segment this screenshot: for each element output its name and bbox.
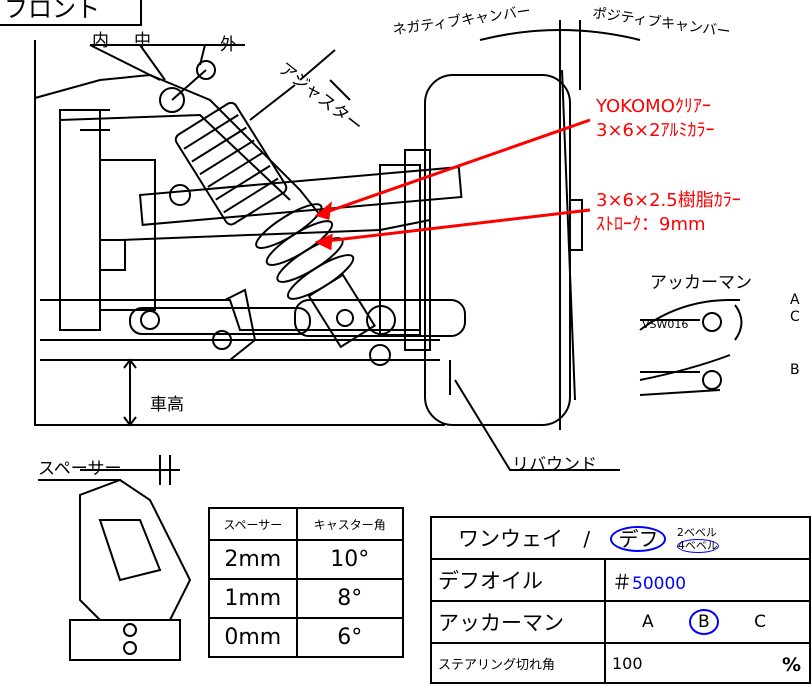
diff-option: デフ [610, 525, 667, 552]
front-title: フロント [0, 0, 142, 26]
ack-option-b: B [689, 609, 719, 635]
collar-note-line1: 3×6×2.5樹脂ｶﾗｰ [596, 190, 741, 211]
ack-option-c: C [754, 612, 766, 632]
table-row: デフオイル ＃50000 [430, 558, 811, 602]
bevel2-option: 2ベベル [676, 526, 717, 540]
ack-a-label: A [790, 292, 800, 308]
yokomo-note-line2: 3×6×2ｱﾙﾐｶﾗｰ [596, 120, 715, 141]
setup-table: ワンウェイ / デフ 2ベベル 4ベベル デフオイル ＃50000 アッカーマン… [430, 516, 811, 684]
caster-table: スペーサー キャスター角 2mm 10° 1mm 8° 0mm 6° [208, 507, 405, 658]
diff-oil-cell: ＃50000 [604, 558, 811, 602]
caster-cell: 6° [295, 617, 405, 658]
table-row: 2mm 10° [208, 539, 405, 580]
ack-b-label: B [790, 362, 800, 378]
steering-angle-label: ステアリング切れ角 [430, 642, 606, 684]
ack-option-a: A [642, 612, 654, 632]
table-row: ステアリング切れ角 100 % [430, 642, 811, 684]
diff-oil-prefix: ＃ [612, 569, 632, 594]
outer-label: 外 [220, 35, 237, 55]
oneway-diff-cell: ワンウェイ / デフ 2ベベル 4ベベル [430, 516, 811, 560]
caster-cell: 2mm [208, 539, 298, 580]
caster-cell: 1mm [208, 578, 298, 619]
ack-c-label: C [790, 309, 800, 325]
rebound-label: リバウンド [512, 455, 597, 475]
yokomo-note-line1: YOKOMOｸﾘｱｰ [596, 96, 711, 117]
vsw-label: VSW016 [642, 318, 689, 331]
middle-label: 中 [134, 31, 151, 51]
steering-angle-cell: 100 % [604, 642, 811, 684]
caster-cell: 0mm [208, 617, 298, 658]
caster-cell: 10° [295, 539, 405, 580]
caster-header-angle: キャスター角 [295, 507, 405, 541]
caster-header-spacer: スペーサー [208, 507, 298, 541]
table-row: 1mm 8° [208, 578, 405, 619]
ackermann-setting-label: アッカーマン [430, 600, 606, 644]
bevel4-option: 4ベベル [676, 539, 719, 554]
oneway-label: ワンウェイ [458, 526, 563, 551]
caster-cell: 8° [295, 578, 405, 619]
diff-oil-label: デフオイル [430, 558, 606, 602]
table-row: アッカーマン A B C [430, 600, 811, 644]
spacer-label: スペーサー [38, 454, 122, 481]
ackermann-label: アッカーマン [650, 273, 752, 293]
table-row: 0mm 6° [208, 617, 405, 658]
collar-note-line2: ｽﾄﾛｰｸ：9mm [596, 214, 706, 235]
ride-height-label: 車高 [150, 395, 184, 415]
diff-oil-value: 50000 [632, 573, 687, 594]
table-row: ワンウェイ / デフ 2ベベル 4ベベル [430, 516, 811, 560]
percent-sign: % [781, 653, 801, 676]
ackermann-setting-cell: A B C [604, 600, 811, 644]
steering-angle-value: 100 [612, 653, 643, 673]
inner-label: 内 [92, 31, 109, 51]
slash: / [583, 526, 591, 551]
